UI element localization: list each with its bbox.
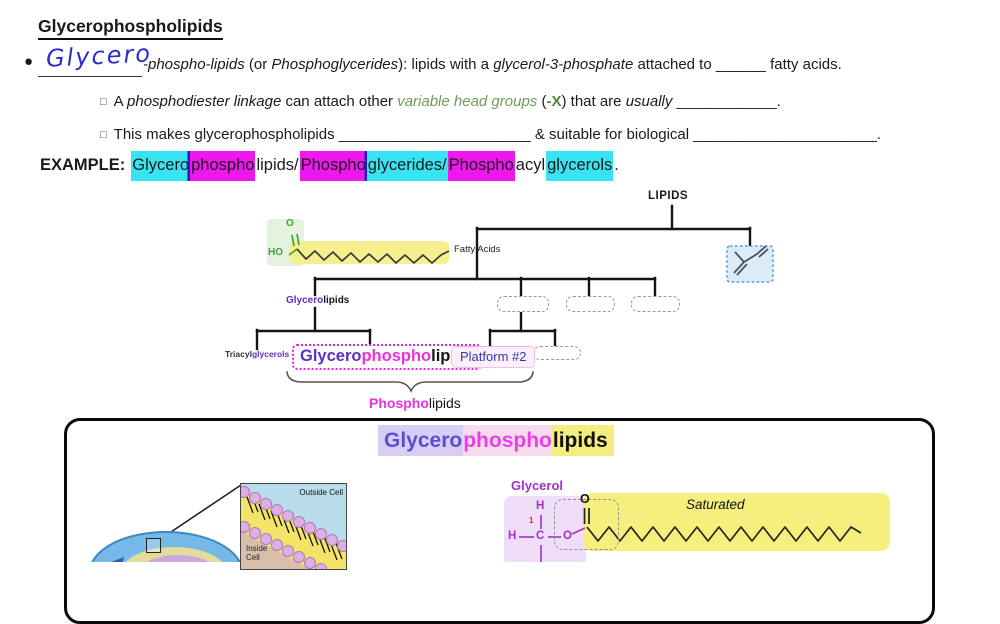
- empty-category-box-4: [533, 346, 581, 360]
- sub1-seg-8: usually: [625, 93, 673, 110]
- example-term: acyl: [515, 156, 546, 174]
- example-term: glycerols: [546, 151, 614, 181]
- figure-title-lipids: lipids: [551, 425, 614, 456]
- ester-oxygen-atom: O: [563, 530, 572, 542]
- hydrogen-atom-left: H: [508, 530, 517, 542]
- example-term: glycerides/: [366, 151, 448, 181]
- phospholipids-label: Phospholipids: [369, 395, 461, 411]
- definition-line: -phospho-lipids (or Phosphoglycerides): …: [143, 56, 842, 73]
- example-term: Phospho: [447, 151, 515, 181]
- empty-category-box-2: [566, 296, 615, 312]
- bilayer-graphic: [241, 484, 346, 569]
- definition-seg-2: (or: [244, 56, 272, 73]
- gpl-phospho: phospho: [361, 347, 432, 365]
- platform-2-box: Platform #2: [451, 346, 536, 368]
- sub-bullet-1: □ A phosphodiester linkage can attach oth…: [100, 93, 781, 110]
- definition-seg-1: -phospho-lipids: [143, 56, 245, 73]
- sub1-seg-2: phosphodiester linkage: [127, 93, 282, 110]
- saturated-chain-structure: [583, 508, 862, 542]
- carbonyl-oxygen-atom: O: [580, 492, 590, 506]
- square-bullet-icon: □: [100, 129, 107, 141]
- isoprene-unit-box: [726, 245, 774, 283]
- glycerophospholipids-box: Glycerophospholipids: [292, 344, 483, 370]
- tree-root-label: LIPIDS: [648, 190, 689, 202]
- definition-seg-4: ): lipids with a: [398, 56, 494, 73]
- cell-illustration: [91, 531, 241, 562]
- example-term: .: [614, 156, 619, 174]
- glycerolipids-label: Glycerolipids: [286, 295, 349, 306]
- bullet-marker: ●: [24, 53, 34, 70]
- sub1-seg-3: can attach other: [281, 93, 398, 110]
- triacyl-suffix: glycerols: [251, 349, 290, 359]
- membrane-panel: Outside Cell Inside Cell: [240, 483, 347, 570]
- empty-category-box-3: [631, 296, 680, 312]
- tree-lines: [255, 204, 752, 351]
- saturated-label: Saturated: [686, 497, 745, 512]
- ester-linkage-dashed-box: [554, 499, 619, 550]
- carbon-1-number: 1: [529, 516, 534, 525]
- definition-seg-3: Phosphoglycerides: [271, 56, 399, 73]
- figure-title-phospho: phospho: [463, 425, 552, 456]
- fatty-acids-label: Fatty Acids: [454, 244, 501, 255]
- sub1-seg-4: variable head groups: [397, 93, 538, 110]
- sub1-blank: ____________.: [672, 93, 781, 110]
- glycerol-label: Glycerol: [511, 478, 564, 493]
- definition-seg-6: attached to: [633, 56, 716, 73]
- zoom-source-square: [146, 538, 161, 553]
- glycerolipids-prefix: Glycero: [286, 295, 324, 306]
- glycerol-bonds: [519, 515, 586, 562]
- inside-cell-label: Inside Cell: [246, 544, 268, 562]
- gpl-glycero: Glycero: [300, 347, 362, 365]
- definition-blank: ______: [715, 56, 766, 73]
- page-title: Glycerophospholipids: [38, 16, 223, 40]
- fatty-acid-structure: [288, 233, 450, 264]
- square-bullet-icon: □: [100, 96, 107, 108]
- sub2-blank-2: ______________________: [693, 126, 877, 143]
- example-term: lipids/: [256, 156, 299, 174]
- empty-category-box-1: [497, 296, 549, 312]
- example-label: EXAMPLE:: [40, 156, 126, 174]
- sub1-seg-7: ) that are: [561, 93, 626, 110]
- sub-bullet-2: □ This makes glycerophospholipids _______…: [100, 126, 881, 143]
- outside-cell-label: Outside Cell: [299, 488, 343, 497]
- example-term: phospho: [190, 151, 256, 181]
- carboxyl-o-atom: O: [286, 218, 294, 229]
- figure-title: Glycerophospholipids: [378, 425, 614, 456]
- figure-title-glycero: Glycero: [378, 425, 464, 456]
- brace: [286, 371, 534, 393]
- sub1-seg-5: (: [537, 93, 547, 110]
- sub2-blank-1: _______________________: [338, 126, 531, 143]
- definition-seg-5: glycerol-3-phosphate: [493, 56, 634, 73]
- sub2-seg-3: & suitable for biological: [530, 126, 694, 143]
- glycerolipids-suffix: lipids: [323, 295, 350, 306]
- carbon-atom: C: [536, 530, 545, 542]
- sub1-seg-6: -X: [546, 93, 562, 110]
- example-term: Phospho: [299, 151, 367, 181]
- sub2-seg-1: This makes glycerophospholipids: [113, 126, 339, 143]
- handwriting-underline: [38, 76, 142, 77]
- triacylglycerols-label: Triacylglycerols: [225, 349, 289, 359]
- sub1-seg-1: A: [113, 93, 128, 110]
- example-term: Glycero: [131, 151, 191, 181]
- hydrogen-atom-top: H: [536, 500, 545, 512]
- sub2-seg-5: .: [876, 126, 881, 143]
- definition-seg-8: fatty acids.: [765, 56, 842, 73]
- handwritten-answer: Glycero: [45, 39, 153, 73]
- carboxyl-ho-atom: HO: [268, 247, 283, 258]
- phospholipids-suffix: lipids: [428, 395, 461, 411]
- triacyl-prefix: Triacyl: [225, 349, 252, 359]
- phospholipids-prefix: Phospho: [369, 395, 429, 411]
- diagram-art: [158, 204, 890, 562]
